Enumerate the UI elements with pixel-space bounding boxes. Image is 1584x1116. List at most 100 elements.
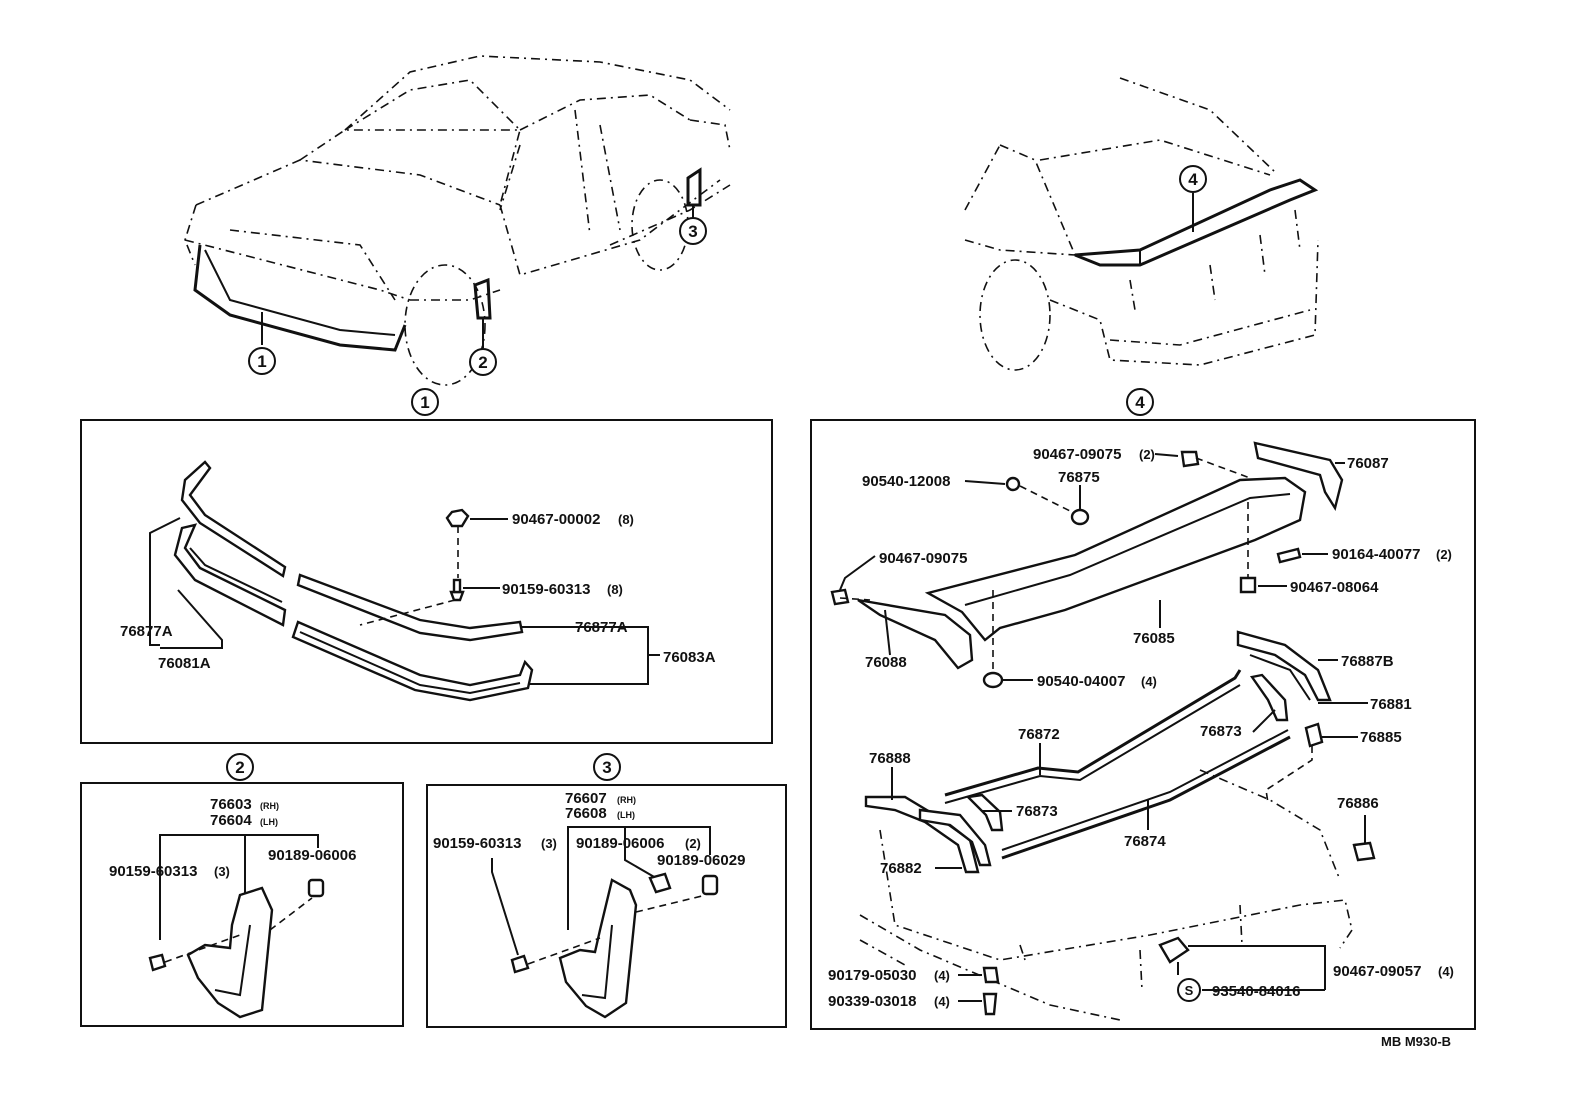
qty-90339-03018: (4) bbox=[934, 994, 950, 1009]
screw-p2 bbox=[148, 953, 167, 972]
clip-90189-06029 bbox=[701, 874, 719, 896]
panel-1-marker: 1 bbox=[411, 388, 439, 416]
label-76604-suffix: (LH) bbox=[260, 817, 278, 827]
label-76607-suffix: (RH) bbox=[617, 795, 636, 805]
left-bumper-cover bbox=[173, 523, 287, 627]
gasket-76882 bbox=[918, 808, 992, 867]
clip-76885 bbox=[1304, 722, 1324, 748]
panel-3-frame bbox=[426, 784, 787, 1028]
screw-90159-60313 bbox=[449, 578, 465, 602]
qty-90467-00002: (8) bbox=[618, 512, 634, 527]
left-moulding-upper bbox=[180, 460, 287, 578]
spoiler-end-76087 bbox=[1253, 441, 1344, 512]
label-76603-suffix: (RH) bbox=[260, 801, 279, 811]
qty-90467-09057: (4) bbox=[1438, 964, 1454, 979]
clip-90179-05030 bbox=[982, 966, 1000, 984]
label-76874: 76874 bbox=[1124, 833, 1166, 850]
seal-76874 bbox=[1001, 735, 1291, 860]
s-symbol: S bbox=[1177, 978, 1201, 1002]
seal-76872 bbox=[944, 669, 1242, 797]
qty-90189-06006-p3: (2) bbox=[685, 836, 701, 851]
rear-spoiler-76085 bbox=[924, 476, 1307, 642]
right-moulding bbox=[296, 573, 524, 642]
callout-4-top: 4 bbox=[1179, 165, 1207, 193]
grommet-76875 bbox=[1070, 508, 1090, 526]
svg-text:S: S bbox=[1185, 983, 1194, 998]
label-76872: 76872 bbox=[1018, 726, 1060, 743]
label-90179-05030: 90179-05030 bbox=[828, 967, 916, 984]
panel-2-front-mudguard: 2 76603 (RH) 76604 (LH) 90159-60313 (3) … bbox=[80, 753, 404, 1027]
label-76882: 76882 bbox=[880, 860, 922, 877]
panel-1-front-bumper: 1 90467-00002 (8) 90159-60313 (8) bbox=[80, 388, 773, 744]
callout-2-top: 2 bbox=[469, 348, 497, 376]
label-90467-00002: 90467-00002 bbox=[512, 511, 600, 528]
clip-76886 bbox=[1352, 841, 1376, 862]
screw-90339-03018 bbox=[982, 992, 998, 1016]
callout-1-top: 1 bbox=[248, 347, 276, 375]
panel-4-rear-spoiler: 4 bbox=[810, 388, 1476, 1030]
spacer-76873-left bbox=[965, 793, 1004, 832]
label-76604: 76604 bbox=[210, 812, 252, 829]
qty-90467-09075-a: (2) bbox=[1139, 447, 1155, 462]
front-car-illustration: 1 2 3 bbox=[184, 55, 731, 386]
label-90189-06006-p2: 90189-06006 bbox=[268, 847, 356, 864]
label-76873-left: 76873 bbox=[1016, 803, 1058, 820]
label-90189-06029: 90189-06029 bbox=[657, 852, 745, 869]
screw-p3 bbox=[510, 954, 530, 974]
label-90540-04007: 90540-04007 bbox=[1037, 673, 1125, 690]
label-76081A: 76081A bbox=[158, 655, 211, 672]
svg-text:2: 2 bbox=[235, 758, 244, 777]
mudguard-rear bbox=[558, 878, 638, 1019]
label-76608: 76608 bbox=[565, 805, 607, 822]
panel-4-frame bbox=[810, 419, 1476, 1030]
label-90339-03018: 90339-03018 bbox=[828, 993, 916, 1010]
rear-car-illustration: 4 bbox=[964, 77, 1319, 371]
label-76881: 76881 bbox=[1370, 696, 1412, 713]
label-76085: 76085 bbox=[1133, 630, 1175, 647]
label-76887B: 76887B bbox=[1341, 653, 1394, 670]
right-bumper-cover bbox=[291, 620, 534, 702]
label-76603: 76603 bbox=[210, 796, 252, 813]
qty-90159-60313-p2: (3) bbox=[214, 864, 230, 879]
label-76088: 76088 bbox=[865, 654, 907, 671]
qty-90164-40077: (2) bbox=[1436, 547, 1452, 562]
mudguard-front bbox=[186, 886, 274, 1019]
qty-90159-60313-p3: (3) bbox=[541, 836, 557, 851]
drawing-code: MB M930-B bbox=[1381, 1034, 1451, 1049]
panel-4-marker: 4 bbox=[1126, 388, 1154, 416]
svg-text:4: 4 bbox=[1188, 170, 1198, 189]
label-76875: 76875 bbox=[1058, 469, 1100, 486]
label-93540-84016: 93540-84016 bbox=[1212, 983, 1300, 1000]
grommet-90540-04007 bbox=[982, 671, 1004, 689]
bolt-90164-40077 bbox=[1276, 547, 1302, 564]
gasket-76887B bbox=[1236, 630, 1332, 702]
label-90467-09057: 90467-09057 bbox=[1333, 963, 1421, 980]
panel-3-rear-mudguard: 3 76607 (RH) 76608 (LH) 90159-60313 (3) … bbox=[426, 753, 787, 1028]
label-76888: 76888 bbox=[869, 750, 911, 767]
label-76083A: 76083A bbox=[663, 649, 716, 666]
panel-3-marker: 3 bbox=[593, 753, 621, 781]
bracket-90467-09057 bbox=[1158, 936, 1190, 964]
nut-90467-09075-top bbox=[1180, 450, 1200, 468]
label-76877A-left: 76877A bbox=[120, 623, 173, 640]
callout-3-top: 3 bbox=[679, 217, 707, 245]
qty-90159-60313: (8) bbox=[607, 582, 623, 597]
nut-90467-08064 bbox=[1239, 576, 1257, 594]
svg-text:2: 2 bbox=[478, 353, 487, 372]
panel-1-frame bbox=[80, 419, 773, 744]
label-90159-60313-p3: 90159-60313 bbox=[433, 835, 521, 852]
label-76886: 76886 bbox=[1337, 795, 1379, 812]
clip-90189-06006-p3 bbox=[648, 872, 672, 894]
label-76885: 76885 bbox=[1360, 729, 1402, 746]
label-90164-40077: 90164-40077 bbox=[1332, 546, 1420, 563]
label-90467-09075-a: 90467-09075 bbox=[1033, 446, 1121, 463]
label-90159-60313-p2: 90159-60313 bbox=[109, 863, 197, 880]
svg-text:3: 3 bbox=[602, 758, 611, 777]
label-90467-09075-b: 90467-09075 bbox=[879, 550, 967, 567]
label-90467-08064: 90467-08064 bbox=[1290, 579, 1379, 596]
label-76877A-right: 76877A bbox=[575, 619, 628, 636]
label-90159-60313: 90159-60313 bbox=[502, 581, 590, 598]
label-76608-suffix: (LH) bbox=[617, 810, 635, 820]
label-76607: 76607 bbox=[565, 790, 607, 807]
